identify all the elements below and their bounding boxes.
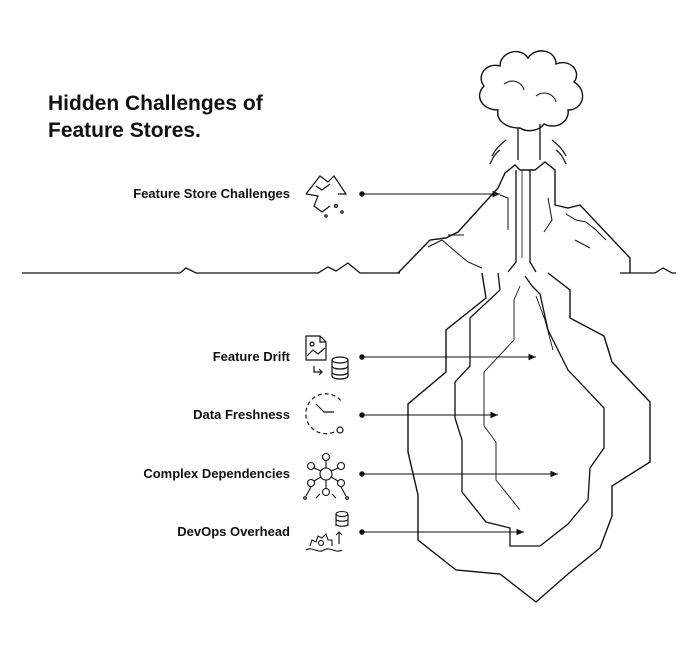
label-devops-overhead: DevOps Overhead [177,524,290,539]
eruption-cloud [479,50,584,132]
eruption-column [517,124,541,160]
gear-database-icon [305,510,349,552]
volcano-outline [397,161,631,274]
clock-icon [305,393,344,435]
page-title: Hidden Challenges of Feature Stores. [48,90,348,144]
label-feature-drift: Feature Drift [212,349,290,364]
image-to-database-icon [305,335,349,380]
label-feature-store-challenges: Feature Store Challenges [133,186,290,201]
title-line-2: Feature Stores. [48,119,201,142]
pointer-arrows [359,190,558,536]
mountain-icon [305,175,348,218]
magma-conduit [507,170,537,273]
network-icon [303,452,349,500]
label-complex-dependencies: Complex Dependencies [143,466,290,481]
label-data-freshness: Data Freshness [193,407,290,422]
iceberg-outer [407,272,651,603]
title-line-1: Hidden Challenges of [48,92,263,115]
iceberg-inner [454,272,605,547]
waterline [22,262,676,274]
